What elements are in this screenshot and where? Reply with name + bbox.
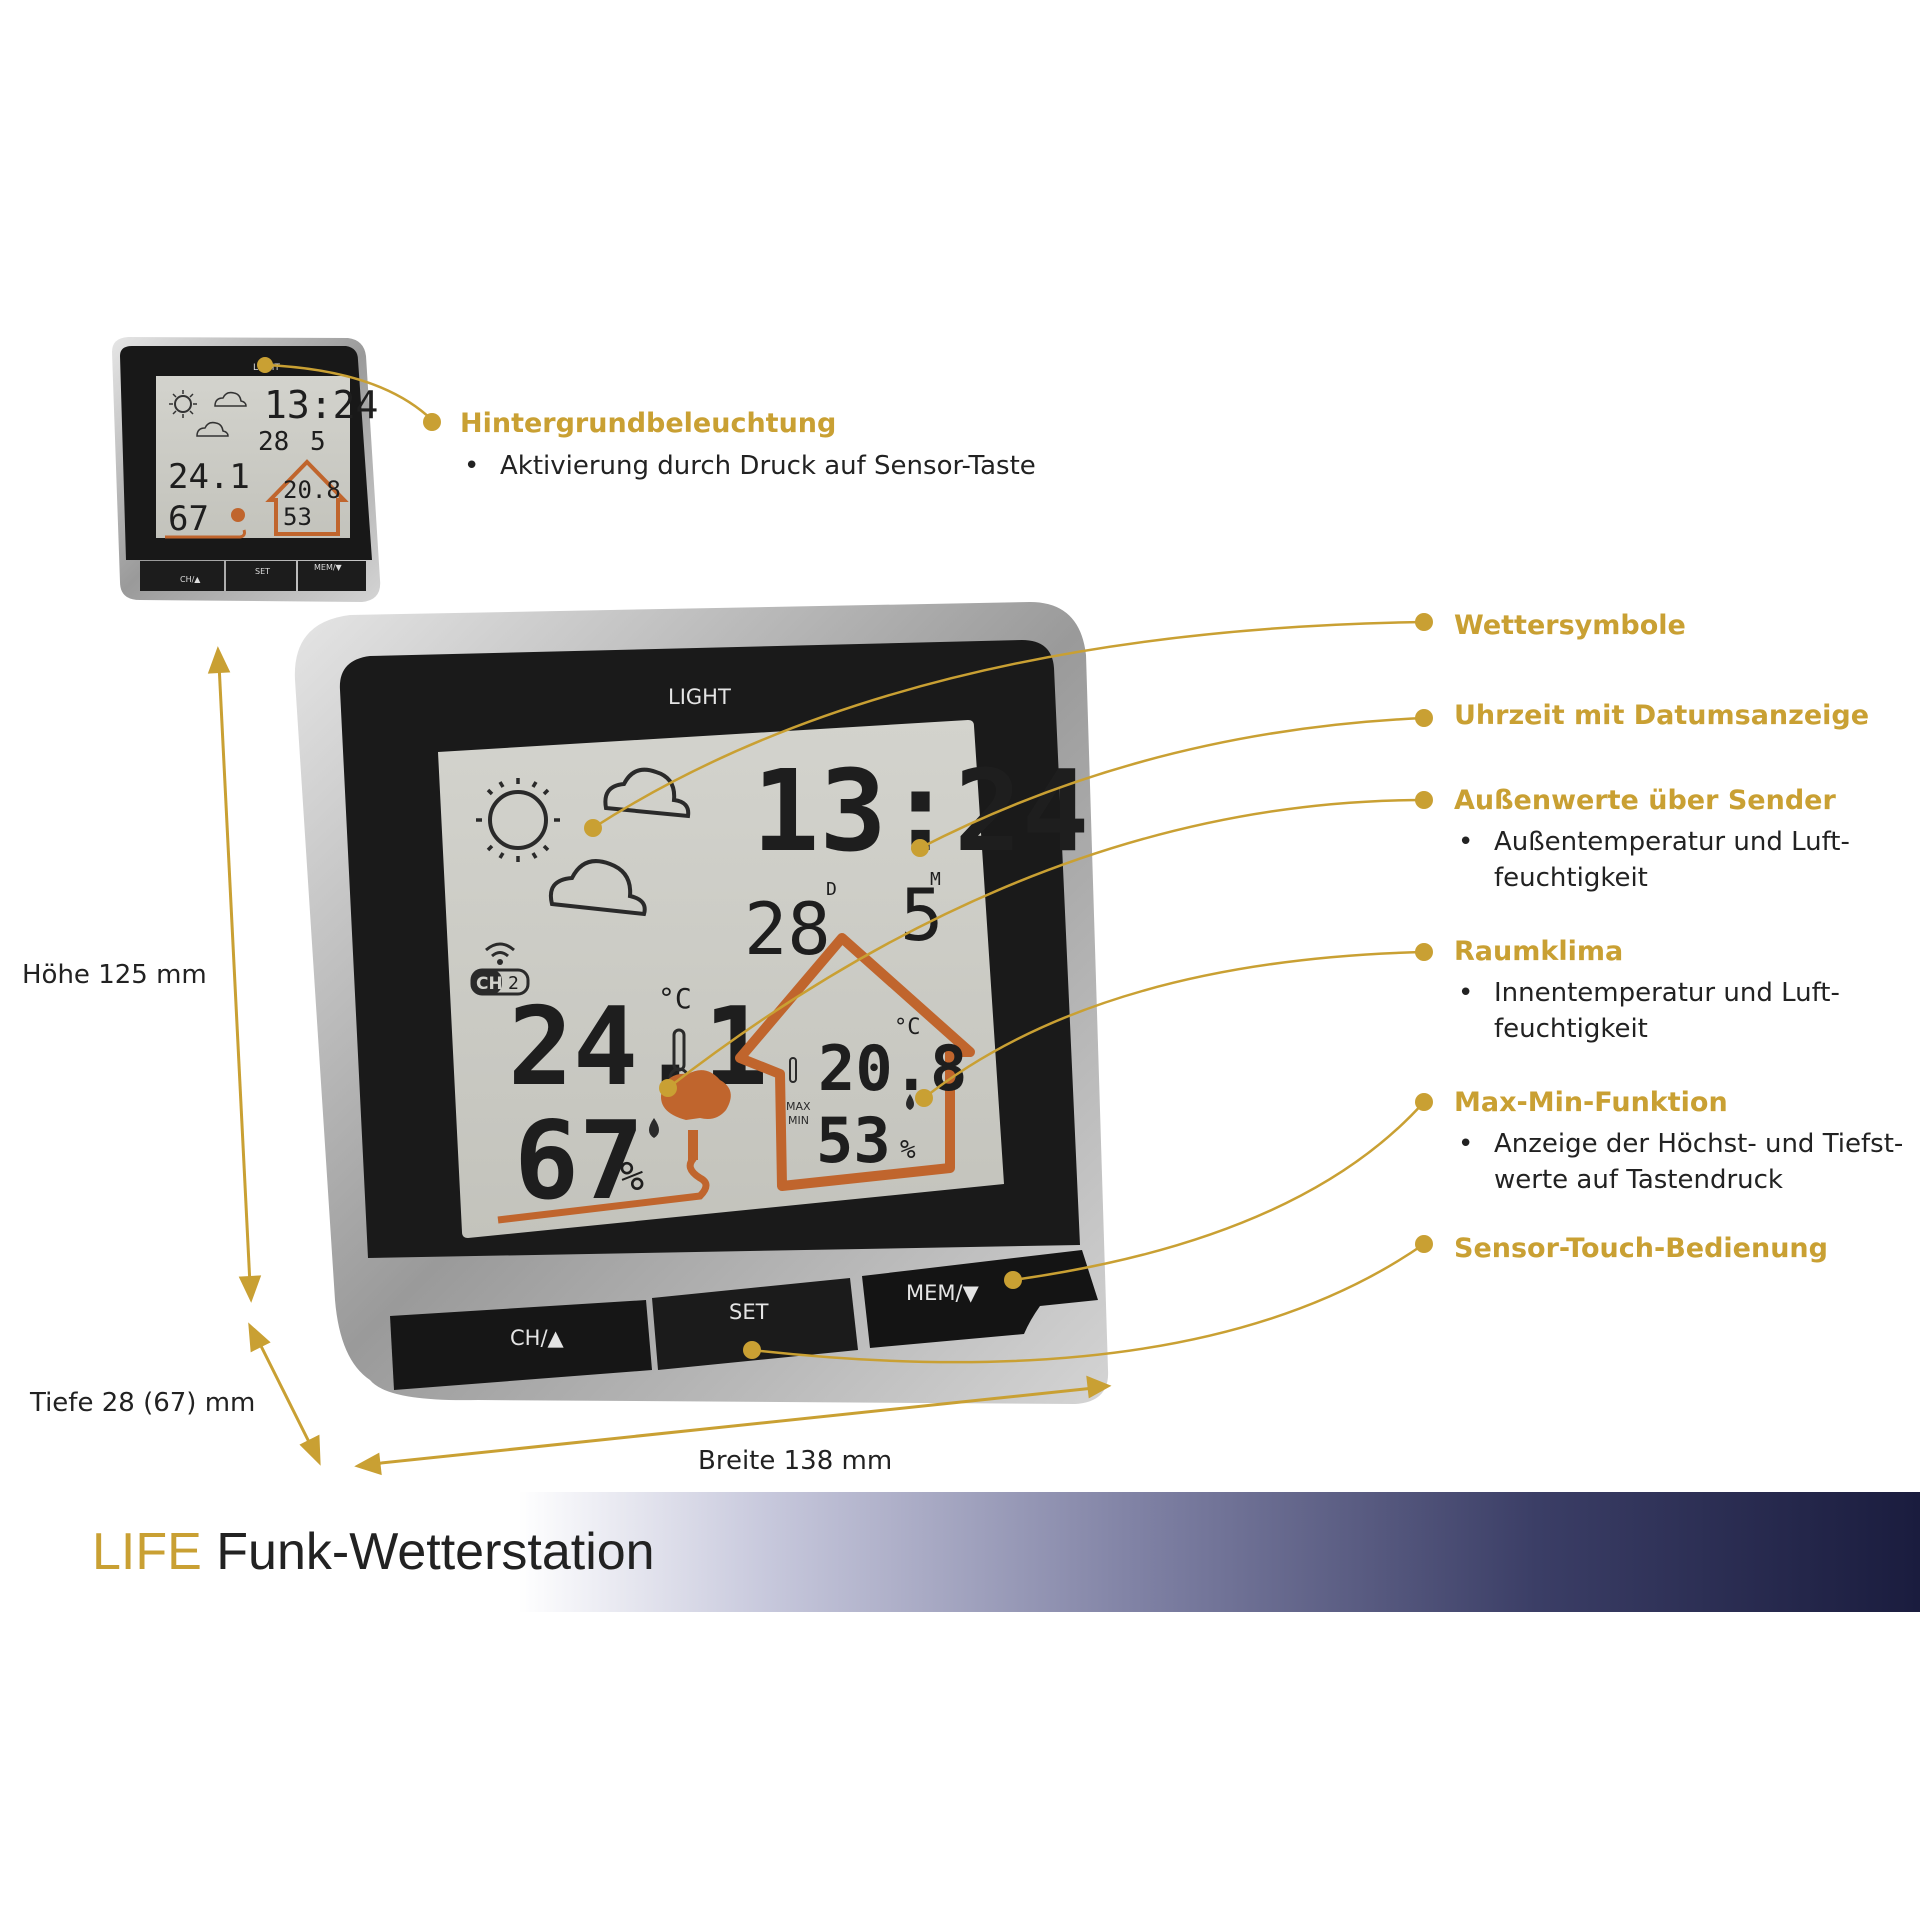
footer-brand: LIFE bbox=[92, 1523, 202, 1581]
mem-button bbox=[862, 1250, 1098, 1348]
svg-text:°C: °C bbox=[658, 982, 692, 1015]
lcd-date-month: 5 bbox=[900, 873, 943, 957]
ch-button bbox=[390, 1300, 652, 1390]
svg-text:D: D bbox=[826, 879, 837, 900]
callout-backlight-bullet: Aktivierung durch Druck auf Sensor-Taste bbox=[458, 448, 1036, 484]
small-indoor-humidity: 53 bbox=[283, 503, 312, 531]
ground-line bbox=[497, 1155, 710, 1224]
callout-outdoor-bullet: Außentemperatur und Luft-feuchtigkeit bbox=[1452, 824, 1914, 896]
svg-text:SET: SET bbox=[729, 1300, 769, 1324]
callout-leaders bbox=[264, 363, 1425, 1364]
small-device: 13:24 28 5 24.1 67 20.8 53 LIGHT CH/▲ SE… bbox=[112, 337, 381, 602]
dimension-height-label: Höhe 125 mm bbox=[22, 960, 207, 990]
small-outdoor-temp: 24.1 bbox=[168, 457, 250, 497]
set-button bbox=[652, 1278, 858, 1370]
callout-indoor-bullet: Innentemperatur und Luft-feuchtigkeit bbox=[1452, 975, 1914, 1047]
dimension-width-label: Breite 138 mm bbox=[698, 1446, 893, 1476]
tree-icon bbox=[661, 1070, 731, 1160]
svg-text:SET: SET bbox=[255, 567, 270, 576]
signal-icon bbox=[485, 942, 515, 958]
lcd-indoor-humidity: 53 bbox=[816, 1104, 891, 1177]
svg-text:CH/▲: CH/▲ bbox=[180, 575, 201, 584]
device-lcd bbox=[438, 720, 1004, 1238]
small-outdoor-humidity: 67 bbox=[168, 499, 209, 539]
small-tree-icon bbox=[231, 508, 245, 522]
small-cloud-icon bbox=[214, 391, 247, 407]
svg-text:MAX: MAX bbox=[786, 1100, 811, 1113]
lcd-time: 13:24 bbox=[752, 747, 1089, 877]
callout-dots bbox=[257, 357, 1433, 1359]
sun-icon bbox=[476, 778, 560, 862]
svg-text:5: 5 bbox=[310, 427, 326, 457]
svg-text:2: 2 bbox=[508, 973, 519, 994]
footer-gradient-band bbox=[0, 1492, 1920, 1612]
dimension-arrows bbox=[207, 646, 1112, 1476]
footer-product-name: Funk-Wetterstation bbox=[216, 1523, 655, 1581]
svg-text:MEM/▼: MEM/▼ bbox=[314, 563, 343, 572]
svg-text:CH: CH bbox=[476, 974, 503, 994]
svg-text:MIN: MIN bbox=[788, 1114, 809, 1127]
callout-maxmin-title: Max-Min-Funktion bbox=[1454, 1087, 1728, 1118]
svg-text:MEM/▼: MEM/▼ bbox=[906, 1281, 980, 1305]
small-house-icon bbox=[265, 459, 349, 536]
callout-outdoor-title: Außenwerte über Sender bbox=[1454, 785, 1836, 816]
dimension-depth-label: Tiefe 28 (67) mm bbox=[30, 1388, 256, 1418]
callout-indoor-title: Raumklima bbox=[1454, 936, 1624, 967]
cloud-icon bbox=[603, 767, 691, 819]
large-device: 13:24 28 D 5 M CH 2 24.1 °C 67 % 20.8 °C… bbox=[294, 602, 1109, 1404]
small-date: 28 bbox=[258, 427, 289, 457]
small-cloud-icon bbox=[196, 421, 229, 437]
humidity-drop-icon bbox=[649, 1118, 659, 1138]
humidity-drop-icon bbox=[906, 1094, 914, 1110]
small-lcd bbox=[156, 376, 350, 538]
cloud-icon bbox=[549, 859, 647, 917]
callout-weather-symbols-title: Wettersymbole bbox=[1454, 610, 1686, 641]
callout-maxmin-bullet: Anzeige der Höchst- und Tiefst-werte auf… bbox=[1452, 1126, 1920, 1198]
small-ch-button bbox=[140, 561, 224, 591]
svg-text:%: % bbox=[620, 1154, 644, 1200]
lcd-date-day: 28 bbox=[744, 887, 831, 971]
small-thermometer-icon bbox=[789, 1057, 797, 1083]
footer-title: LIFE Funk-Wetterstation bbox=[92, 1522, 655, 1582]
small-mem-button bbox=[298, 561, 366, 591]
callout-sensor-touch-title: Sensor-Touch-Bedienung bbox=[1454, 1233, 1828, 1264]
small-set-button bbox=[226, 561, 296, 591]
lcd-indoor-temp: 20.8 bbox=[818, 1032, 967, 1105]
callout-time-date-title: Uhrzeit mit Datumsanzeige bbox=[1454, 700, 1870, 731]
small-time: 13:24 bbox=[264, 383, 378, 427]
small-sun-icon bbox=[174, 395, 192, 413]
svg-text:%: % bbox=[900, 1135, 916, 1165]
small-indoor-temp: 20.8 bbox=[283, 476, 341, 504]
svg-text:M: M bbox=[930, 869, 941, 890]
svg-text:°C: °C bbox=[894, 1015, 921, 1040]
svg-text:CH/▲: CH/▲ bbox=[510, 1326, 565, 1350]
callout-backlight-title: Hintergrundbeleuchtung bbox=[460, 408, 837, 439]
light-sensor-label: LIGHT bbox=[668, 685, 731, 709]
